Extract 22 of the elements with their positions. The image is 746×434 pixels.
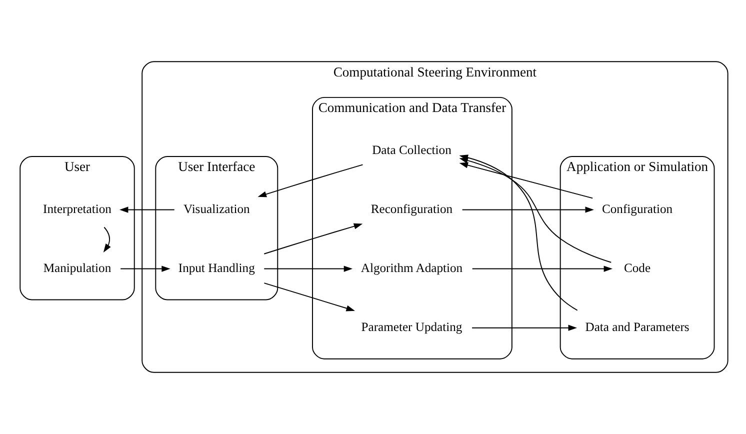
node-text: Data Collection bbox=[372, 142, 452, 157]
node-text: Algorithm Adaption bbox=[360, 261, 463, 276]
node-text: Input Handling bbox=[178, 261, 255, 276]
node-text: Visualization bbox=[183, 202, 250, 216]
node-text: Manipulation bbox=[43, 261, 112, 276]
node-text: Code bbox=[624, 261, 651, 276]
node-text: Configuration bbox=[602, 202, 673, 216]
arrow bbox=[119, 206, 175, 213]
arrow bbox=[462, 206, 594, 213]
arrow bbox=[264, 223, 363, 254]
arrow bbox=[459, 162, 594, 199]
arrow bbox=[258, 164, 364, 198]
node-text: Interpretation bbox=[43, 202, 112, 216]
arrow bbox=[120, 266, 170, 272]
arrow bbox=[264, 266, 353, 272]
node-text: Reconfiguration bbox=[370, 202, 453, 216]
arrow bbox=[103, 226, 111, 252]
node-text: Parameter Updating bbox=[361, 320, 462, 334]
arrow bbox=[472, 324, 577, 331]
arrow bbox=[472, 266, 613, 272]
arrow bbox=[264, 282, 355, 312]
node-text: Data and Parameters bbox=[585, 320, 690, 334]
